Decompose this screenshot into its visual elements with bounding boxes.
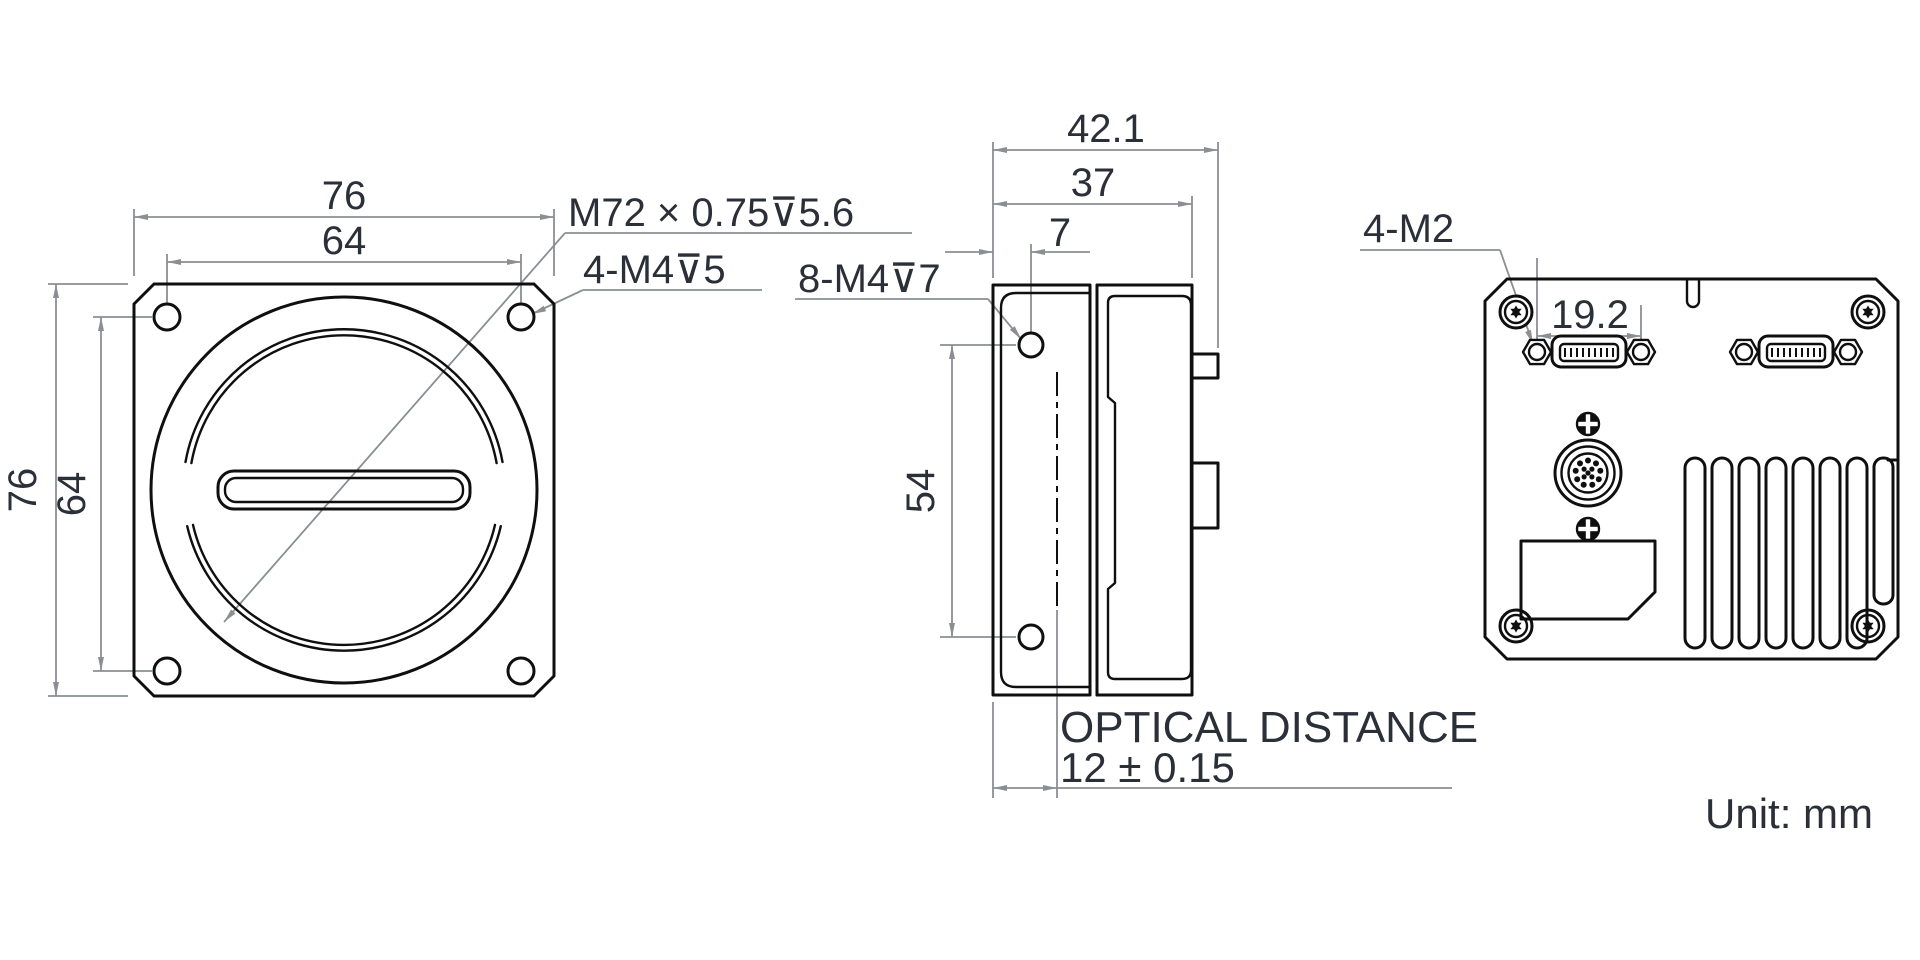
top-slot-notch <box>1685 277 1701 309</box>
front-width-outer-label: 76 <box>322 174 367 218</box>
phillips-screw <box>1575 516 1601 542</box>
phillips-screw <box>1575 411 1601 437</box>
jack-screw-nut <box>1728 338 1760 366</box>
lens-cap-bar <box>216 469 472 511</box>
front-height-inner-label: 64 <box>50 472 94 517</box>
front-height-outer-label: 76 <box>1 468 45 513</box>
corner-screws <box>1498 294 1886 644</box>
jack-screw-nut <box>1832 338 1864 366</box>
front-mount-hole <box>506 302 536 332</box>
back-connector-spacing-label: 19.2 <box>1551 293 1629 337</box>
side-front-plate-inner <box>999 291 1092 689</box>
front-width-dims <box>133 209 555 303</box>
connector-pins <box>1771 348 1821 357</box>
side-body <box>1095 283 1194 697</box>
front-leader-lines <box>223 232 912 623</box>
power-connector <box>1553 438 1623 508</box>
side-depth-body-label: 37 <box>1071 161 1116 205</box>
lens-inner-arcs <box>184 328 504 652</box>
data-connector-right <box>1728 334 1864 369</box>
lens-cap-bar-inner <box>223 476 465 504</box>
torx-screw <box>1850 294 1886 330</box>
front-mount-holes-label: 4-M4⊽5 <box>583 248 726 292</box>
lens-thread-label: M72 × 0.75⊽5.6 <box>568 191 854 235</box>
heatsink-fins <box>1683 456 1900 650</box>
optical-distance-title: OPTICAL DISTANCE <box>1060 703 1478 752</box>
lens-mount-circle <box>149 295 539 685</box>
side-front-plate <box>991 283 1092 697</box>
side-depth-overall-label: 42.1 <box>1067 107 1145 151</box>
front-mount-hole <box>152 302 182 332</box>
side-holes-label: 8-M4⊽7 <box>798 257 941 301</box>
torx-screw <box>1498 294 1534 330</box>
side-connector-tab <box>1190 352 1220 380</box>
side-depth-dims <box>945 142 1219 348</box>
side-mount-hole <box>1017 623 1045 651</box>
connector-pins <box>1564 348 1614 357</box>
side-hole-spacing-label: 54 <box>899 469 943 514</box>
front-width-inner-label: 64 <box>322 219 367 263</box>
back-view <box>1483 277 1900 661</box>
front-plate-outline <box>132 282 556 698</box>
front-height-dims <box>48 283 152 697</box>
side-body-inner <box>1106 294 1193 681</box>
front-view <box>132 282 556 698</box>
side-view <box>991 283 1220 697</box>
torx-screw <box>1498 608 1534 644</box>
back-holes-label: 4-M2 <box>1363 207 1454 251</box>
back-panel-outline <box>1483 277 1900 661</box>
data-connector-left <box>1521 334 1657 369</box>
jack-screw-nut <box>1521 338 1553 366</box>
optical-distance-dim <box>992 610 1452 798</box>
power-connector-pins <box>1572 457 1604 488</box>
side-hole-dims <box>795 298 1022 638</box>
side-mount-hole <box>1017 331 1045 359</box>
front-mount-hole <box>152 656 182 686</box>
optical-distance-value: 12 ± 0.15 <box>1060 744 1235 791</box>
side-hole-offset-label: 7 <box>1049 211 1071 255</box>
jack-screw-nut <box>1625 338 1657 366</box>
label-recess <box>1519 539 1657 621</box>
side-connector-tab <box>1190 461 1220 530</box>
unit-label: Unit: mm <box>1705 790 1873 837</box>
front-mount-hole <box>506 656 536 686</box>
annotation-text: 76 64 76 64 M72 × 0.75⊽5.6 4-M4⊽5 42.1 3… <box>1 107 1873 837</box>
